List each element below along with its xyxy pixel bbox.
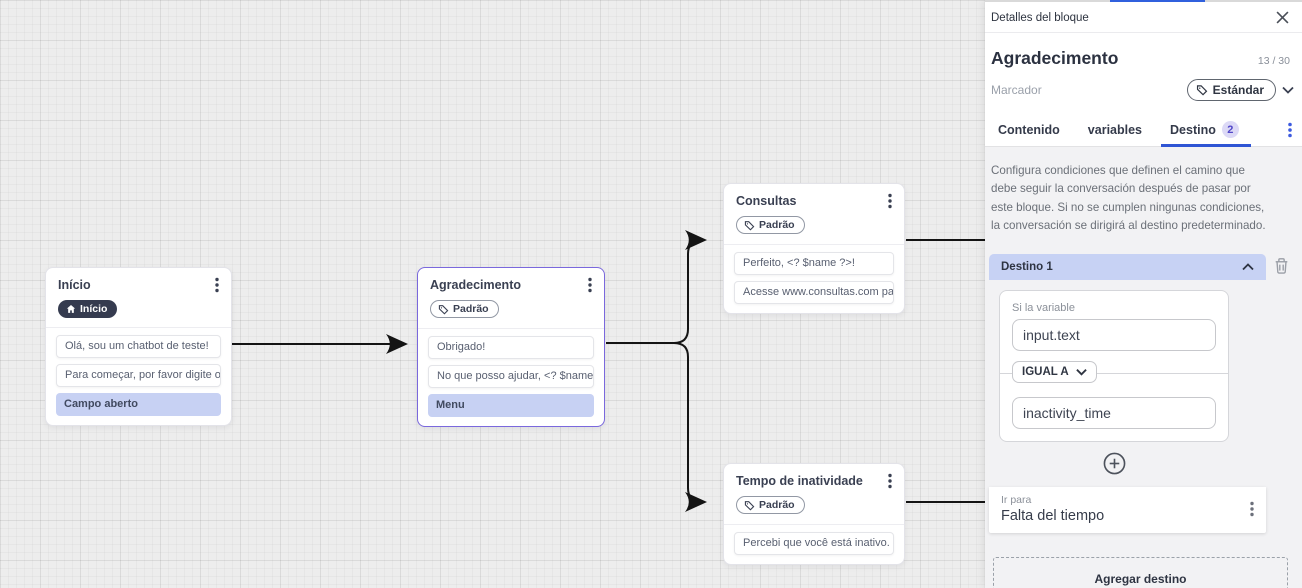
marcador-label: Marcador [991, 83, 1042, 97]
node-body: Perfeito, <? $name ?>! Acesse www.consul… [724, 245, 904, 313]
kebab-menu-icon[interactable] [1250, 501, 1254, 517]
tab-destino-label: Destino [1170, 122, 1216, 137]
tab-destino[interactable]: Destino 2 [1161, 113, 1251, 147]
tag-icon [744, 500, 755, 511]
edge-agradecimento-tempo [606, 342, 707, 512]
node-header: Agradecimento Padrão [418, 268, 604, 329]
node-tempo-inatividade[interactable]: Tempo de inatividade Padrão Percebi que … [723, 463, 905, 565]
tag-icon [744, 220, 755, 231]
start-badge: Início [58, 300, 118, 318]
tab-bar: Contenido variables Destino 2 [985, 113, 1302, 147]
marcador-value: Estándar [1212, 83, 1264, 97]
type-badge: Padrão [736, 496, 805, 514]
destination-card: Destino 1 Si la variable IGUAL A [989, 253, 1266, 533]
condition-card: Si la variable IGUAL A [999, 289, 1229, 442]
message-row[interactable]: Para começar, por favor digite o ... [56, 364, 221, 387]
condition-value-input[interactable] [1012, 396, 1216, 429]
kebab-menu-icon[interactable] [888, 473, 892, 489]
home-icon [66, 304, 76, 314]
type-badge: Padrão [430, 300, 499, 318]
destino-description: Configura condiciones que definen el cam… [991, 164, 1266, 233]
type-badge-label: Padrão [453, 303, 489, 315]
tag-icon [438, 304, 449, 315]
node-header: Consultas Padrão [724, 184, 904, 245]
type-badge-label: Padrão [759, 219, 795, 231]
message-row[interactable]: Perfeito, <? $name ?>! [734, 251, 894, 275]
node-inicio[interactable]: Início Início Olá, sou um chatbot de tes… [45, 267, 232, 426]
panel-title: Detalles del bloque [991, 11, 1089, 24]
tab-variables[interactable]: variables [1087, 122, 1143, 137]
node-agradecimento[interactable]: Agradecimento Padrão Obrigado! No que po… [417, 267, 605, 427]
node-title: Consultas [736, 194, 797, 208]
node-title: Agradecimento [430, 278, 521, 292]
delete-destination-button[interactable] [1273, 257, 1290, 275]
type-badge: Padrão [736, 216, 805, 234]
connector-edges [232, 230, 985, 512]
condition-operator-value: IGUAL A [1022, 365, 1069, 378]
destination-card-header[interactable]: Destino 1 [989, 253, 1266, 280]
add-destination-button[interactable]: Agregar destino [993, 556, 1288, 588]
edge-agradecimento-consultas [606, 230, 707, 344]
message-row[interactable]: No que posso ajudar, <? $name ... [428, 364, 594, 388]
go-to-value: Falta del tiempo [1001, 507, 1105, 524]
node-consultas[interactable]: Consultas Padrão Perfeito, <? $name ?>! … [723, 183, 905, 314]
condition-operator-select[interactable]: IGUAL A [1012, 360, 1097, 383]
node-header: Início Início [46, 268, 231, 328]
flow-canvas[interactable]: Início Início Olá, sou um chatbot de tes… [0, 0, 985, 588]
type-badge-label: Padrão [759, 499, 795, 511]
add-condition-button[interactable] [1103, 452, 1126, 475]
action-row[interactable]: Menu [428, 393, 594, 417]
tab-destino-count-badge: 2 [1221, 121, 1239, 138]
start-badge-label: Início [80, 303, 108, 315]
tab-contenido[interactable]: Contenido [998, 122, 1060, 137]
message-row[interactable]: Percebi que você está inativo. C... [734, 531, 894, 555]
destino-tab-content: Configura condiciones que definen el cam… [985, 147, 1302, 588]
message-row[interactable]: Olá, sou um chatbot de teste! [56, 335, 221, 358]
chevron-up-icon[interactable] [1242, 262, 1254, 271]
message-row[interactable]: Acesse www.consultas.com par... [734, 280, 894, 304]
tab-overflow-kebab-icon[interactable] [1288, 122, 1292, 138]
block-name: Agradecimento [991, 48, 1119, 68]
chevron-down-icon [1075, 368, 1087, 376]
node-body: Olá, sou um chatbot de teste! Para começ… [46, 328, 231, 425]
kebab-menu-icon[interactable] [888, 193, 892, 209]
node-body: Obrigado! No que posso ajudar, <? $name … [418, 329, 604, 426]
action-row[interactable]: Campo aberto [56, 393, 221, 416]
panel-top-strip [985, 0, 1302, 2]
node-title: Tempo de inatividade [736, 474, 863, 488]
node-header: Tempo de inatividade Padrão [724, 464, 904, 525]
destination-title: Destino 1 [1001, 260, 1053, 273]
close-icon[interactable] [1276, 11, 1289, 24]
message-row[interactable]: Obrigado! [428, 335, 594, 359]
block-details-panel: Detalles del bloque Agradecimento 13 / 3… [985, 0, 1302, 588]
kebab-menu-icon[interactable] [588, 277, 592, 293]
chevron-down-icon[interactable] [1282, 86, 1294, 94]
condition-variable-label: Si la variable [1012, 301, 1075, 314]
tag-icon [1196, 84, 1208, 96]
destination-target-row[interactable]: Ir para Falta del tiempo [989, 486, 1266, 533]
marcador-value-pill[interactable]: Estándar [1186, 79, 1276, 101]
kebab-menu-icon[interactable] [215, 277, 219, 293]
condition-variable-input[interactable] [1012, 318, 1216, 351]
node-body: Percebi que você está inativo. C... [724, 525, 904, 564]
block-counter: 13 / 30 [1257, 55, 1290, 67]
panel-top-strip-active [1110, 0, 1205, 2]
node-title: Início [58, 278, 91, 292]
go-to-label: Ir para [1001, 493, 1032, 506]
